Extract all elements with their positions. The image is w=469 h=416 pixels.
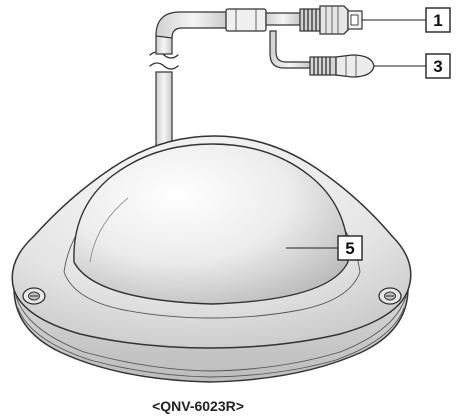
model-caption: <QNV-6023R> [152, 398, 244, 414]
callout-5: 5 [337, 235, 363, 261]
callout-3: 3 [425, 53, 451, 79]
callout-1-number: 1 [433, 11, 442, 30]
cable-junction [225, 8, 267, 32]
mount-screw-left [22, 287, 46, 305]
mount-screw-right [378, 287, 402, 305]
network-cable-branch [265, 12, 301, 26]
leader-lines [286, 19, 426, 249]
power-connector [309, 54, 375, 78]
power-cable-branch [269, 30, 311, 69]
callout-3-number: 3 [433, 57, 442, 76]
callout-5-number: 5 [345, 239, 354, 258]
callout-1: 1 [425, 7, 451, 33]
network-connector [299, 5, 363, 35]
dome-cover [73, 143, 349, 305]
